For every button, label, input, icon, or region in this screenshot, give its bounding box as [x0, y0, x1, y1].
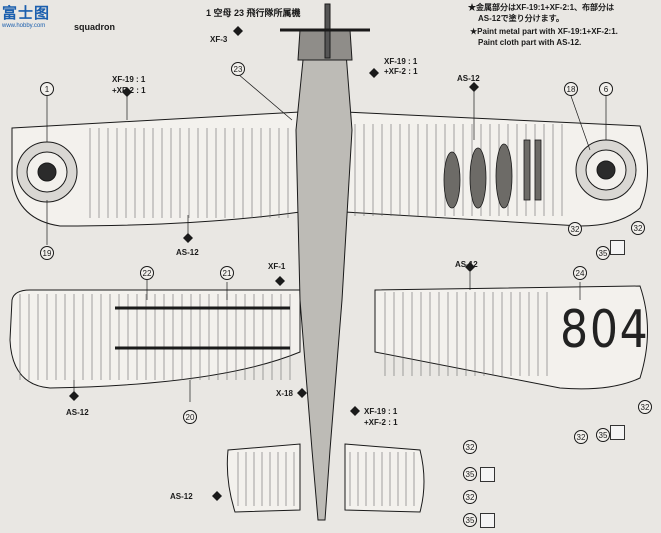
callout-32-a: 32 — [568, 222, 582, 236]
paint-label-xf19-bottom: XF-19 : 1 — [364, 407, 398, 416]
callout-32-e: 32 — [463, 440, 477, 454]
header-subtitle: squadron — [74, 22, 116, 32]
decal-square — [480, 513, 495, 528]
decal-square — [610, 425, 625, 440]
callout-1: 1 — [40, 82, 54, 96]
callout-35-c: 35 — [463, 467, 477, 481]
paint-label-as12-left-wing: AS-12 — [176, 248, 199, 257]
callout-18: 18 — [564, 82, 578, 96]
callout-23: 23 — [231, 62, 245, 76]
paint-label-as12-right-wing: AS-12 — [457, 74, 480, 83]
callout-32-d: 32 — [638, 400, 652, 414]
roundel-right — [575, 139, 637, 201]
callout-35-a: 35 — [596, 246, 610, 260]
serial-number: 804 — [560, 300, 650, 360]
decal-square — [610, 240, 625, 255]
paint-label-x18: X-18 — [276, 389, 293, 398]
callout-35-d: 35 — [463, 513, 477, 527]
tailplane-right — [344, 443, 425, 513]
paint-label-as12-tail: AS-12 — [170, 492, 193, 501]
header-title: 1 空母 23 飛行隊所属機 — [206, 8, 301, 18]
decal-square — [480, 467, 495, 482]
paint-label-xf2-top: +XF-2 : 1 — [384, 67, 418, 76]
tailplane — [226, 443, 301, 513]
callout-32-c: 32 — [574, 430, 588, 444]
watermark-logo: 富士图 www.hobby.com — [2, 2, 68, 32]
callout-22: 22 — [140, 266, 154, 280]
callout-32-f: 32 — [463, 490, 477, 504]
callout-24: 24 — [573, 266, 587, 280]
fuselage — [295, 39, 353, 521]
paint-label-xf1: XF-1 — [268, 262, 286, 271]
callout-35-b: 35 — [596, 428, 610, 442]
note-en-2: Paint cloth part with AS-12. — [478, 38, 582, 47]
paint-label-xf2-left: +XF-2 : 1 — [112, 86, 146, 95]
logo-sub: www.hobby.com — [2, 23, 46, 29]
callout-20: 20 — [183, 410, 197, 424]
paint-label-as12-lower-left: AS-12 — [66, 408, 89, 417]
note-jp-2: AS-12で塗り分けます。 — [478, 14, 564, 23]
roundel-left — [16, 141, 78, 203]
paint-label-xf3: XF-3 — [210, 35, 228, 44]
callout-32-b: 32 — [631, 221, 645, 235]
callout-6: 6 — [599, 82, 613, 96]
callout-19: 19 — [40, 246, 54, 260]
logo-text: 富士图 — [2, 5, 51, 22]
callout-21: 21 — [220, 266, 234, 280]
note-jp-1: ★金属部分はXF-19:1+XF-2:1、布部分は — [468, 3, 615, 12]
paint-label-xf2-bottom: +XF-2 : 1 — [364, 418, 398, 427]
note-en-1: ★Paint metal part with XF-19:1+XF-2:1. — [470, 27, 618, 36]
paint-label-xf19-left: XF-19 : 1 — [112, 75, 146, 84]
paint-label-xf19-top: XF-19 : 1 — [384, 57, 418, 66]
paint-label-as12-lower-right: AS-12 — [455, 260, 478, 269]
